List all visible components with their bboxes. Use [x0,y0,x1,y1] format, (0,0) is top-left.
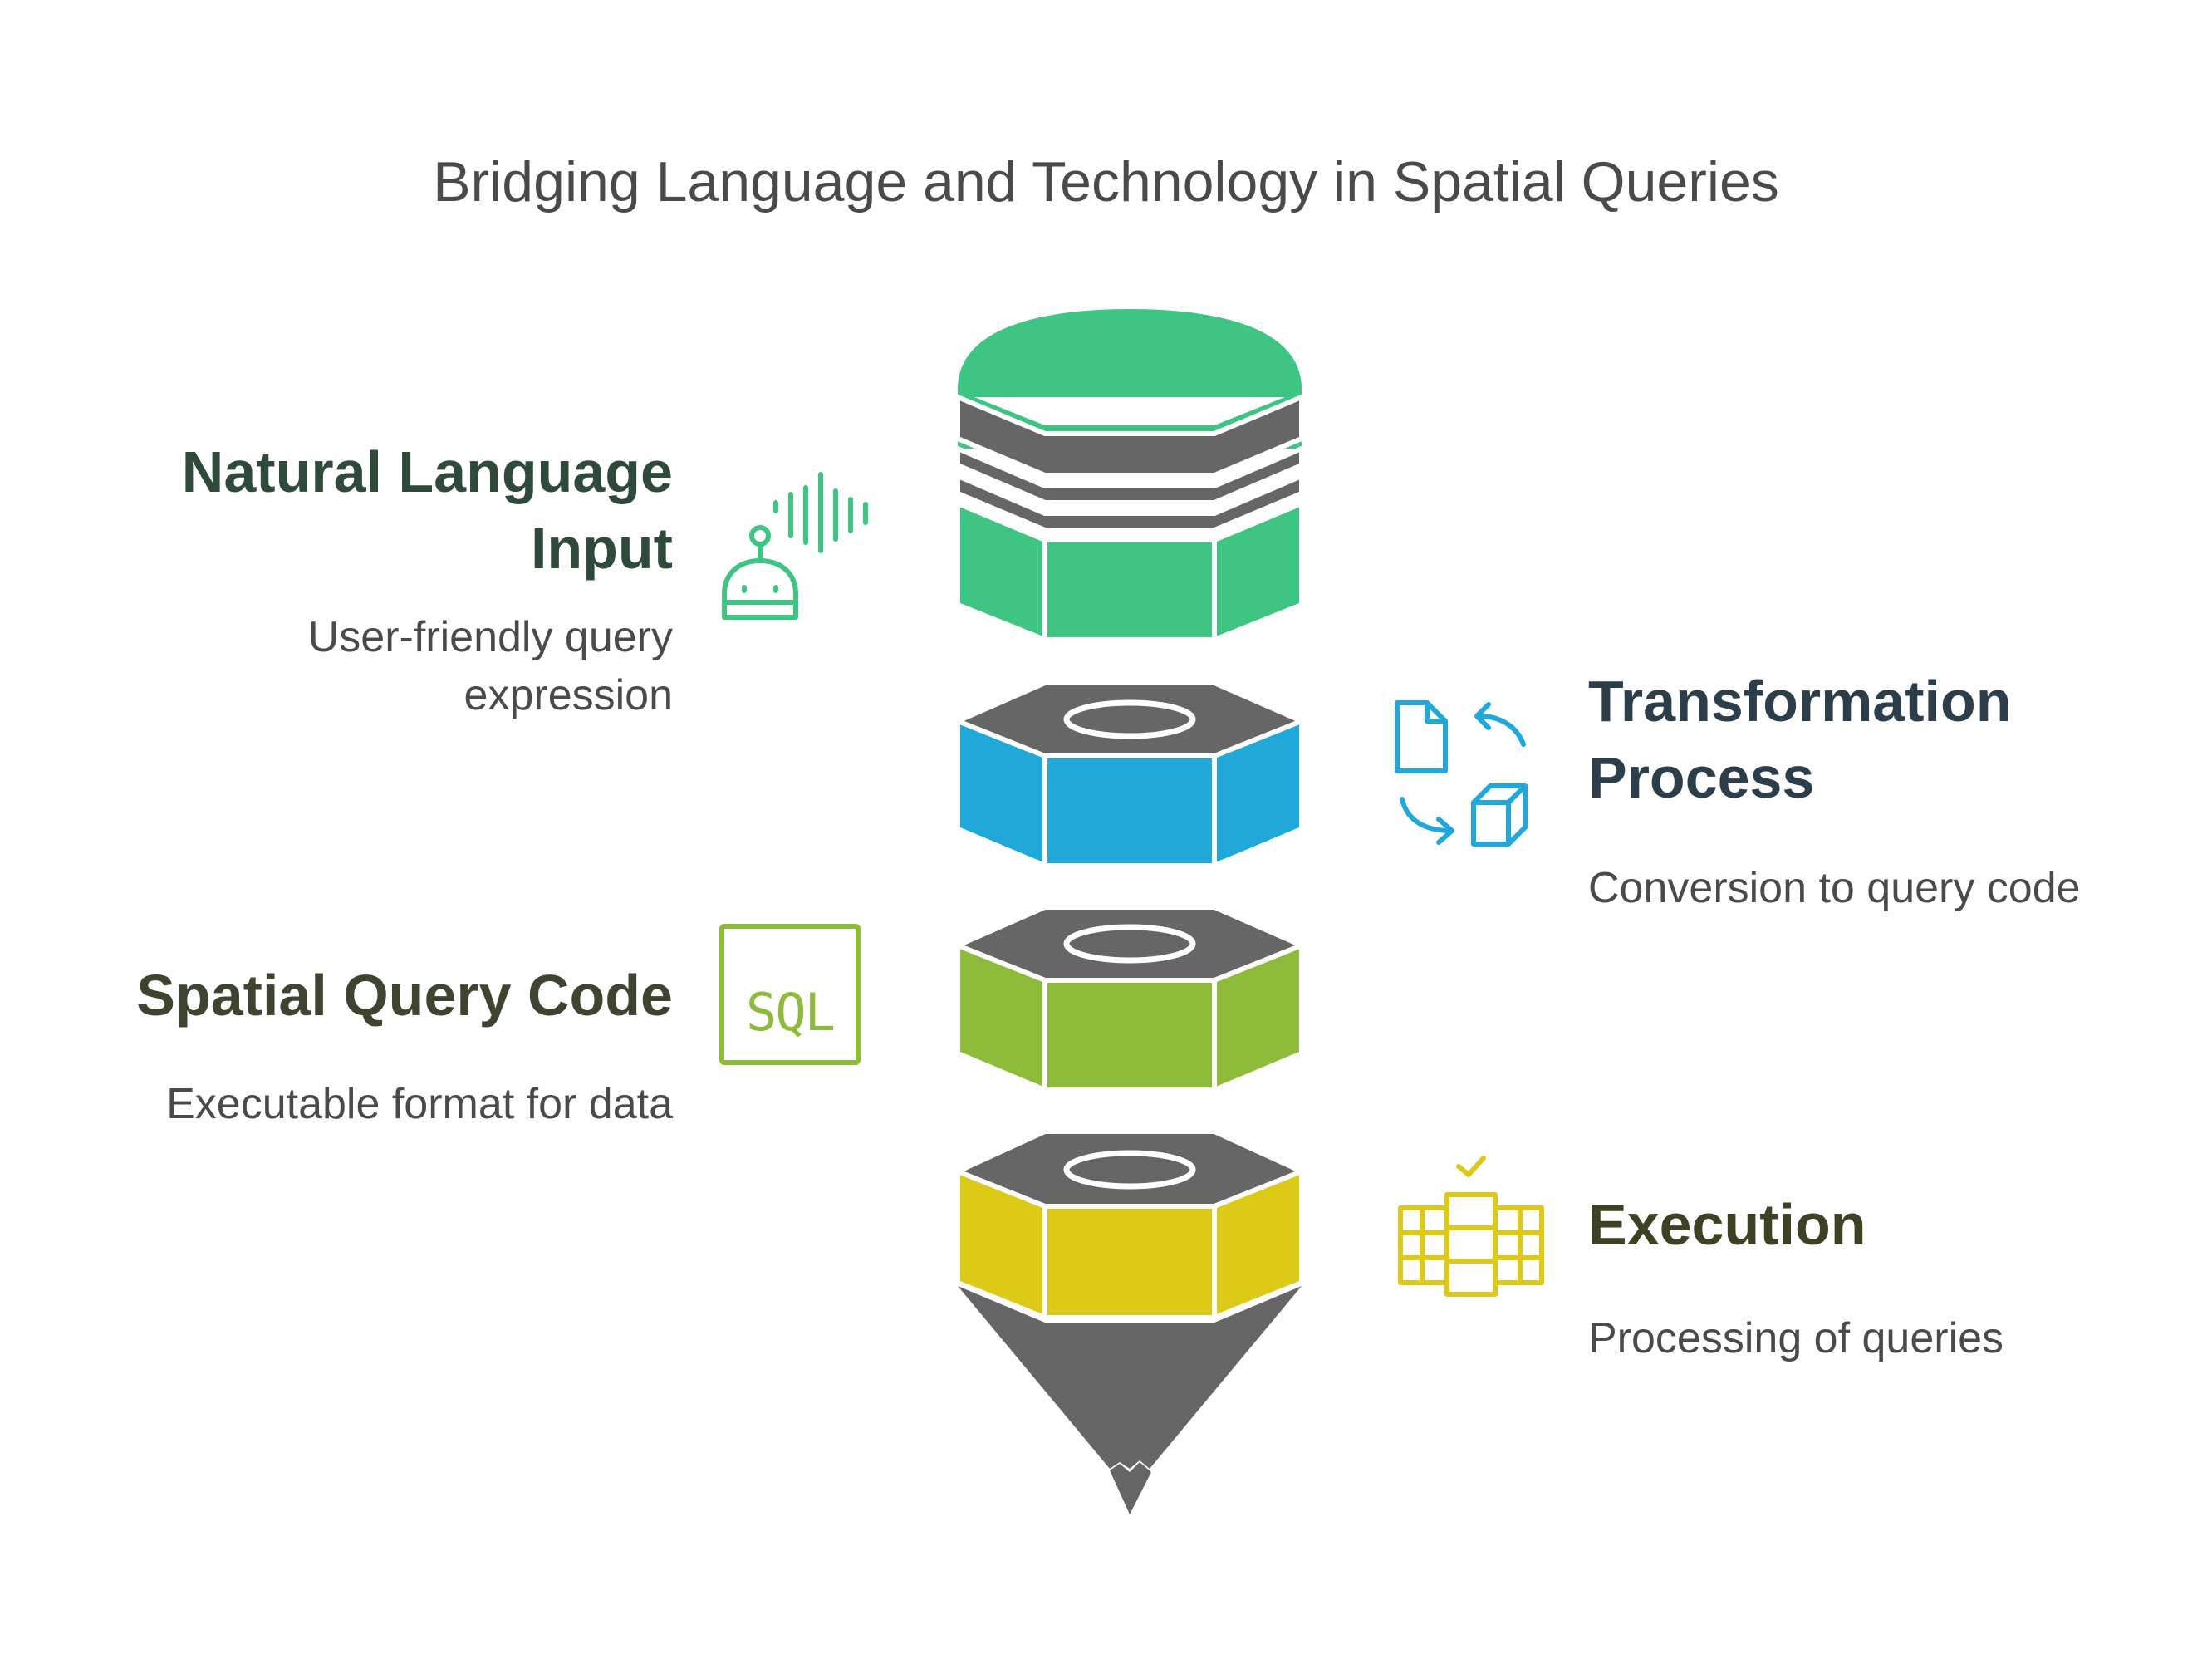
step-heading: Spatial Query Code [136,963,673,1028]
step-transformation: Transformation Process Conversion to que… [1588,663,2186,917]
step-query-code: Spatial Query Code Executable format for… [42,957,673,1133]
step-natural-language: Natural Language Input User-friendly que… [42,434,673,724]
sql-icon: SQL [719,924,861,1065]
page-title: Bridging Language and Technology in Spat… [433,150,1779,214]
step-description: Processing of queries [1588,1314,2004,1362]
execution-segment [951,1129,1308,1514]
document-cube-convert-icon [1395,700,1528,847]
step-heading: Transformation Process [1588,669,2012,810]
step-description: Executable format for data [166,1080,673,1128]
step-description: User-friendly query expression [307,613,673,719]
query-code-segment [951,905,1308,1094]
step-execution: Execution Processing of queries [1588,1186,2186,1367]
top-cap-segment [955,309,1304,644]
sql-icon-text: SQL [746,982,836,1043]
step-heading: Natural Language Input [181,439,673,581]
voice-robot-icon [722,472,868,620]
transformation-segment [951,680,1308,870]
step-heading: Execution [1588,1192,1866,1257]
step-description: Conversion to query code [1588,864,2081,912]
server-check-icon [1398,1156,1544,1297]
